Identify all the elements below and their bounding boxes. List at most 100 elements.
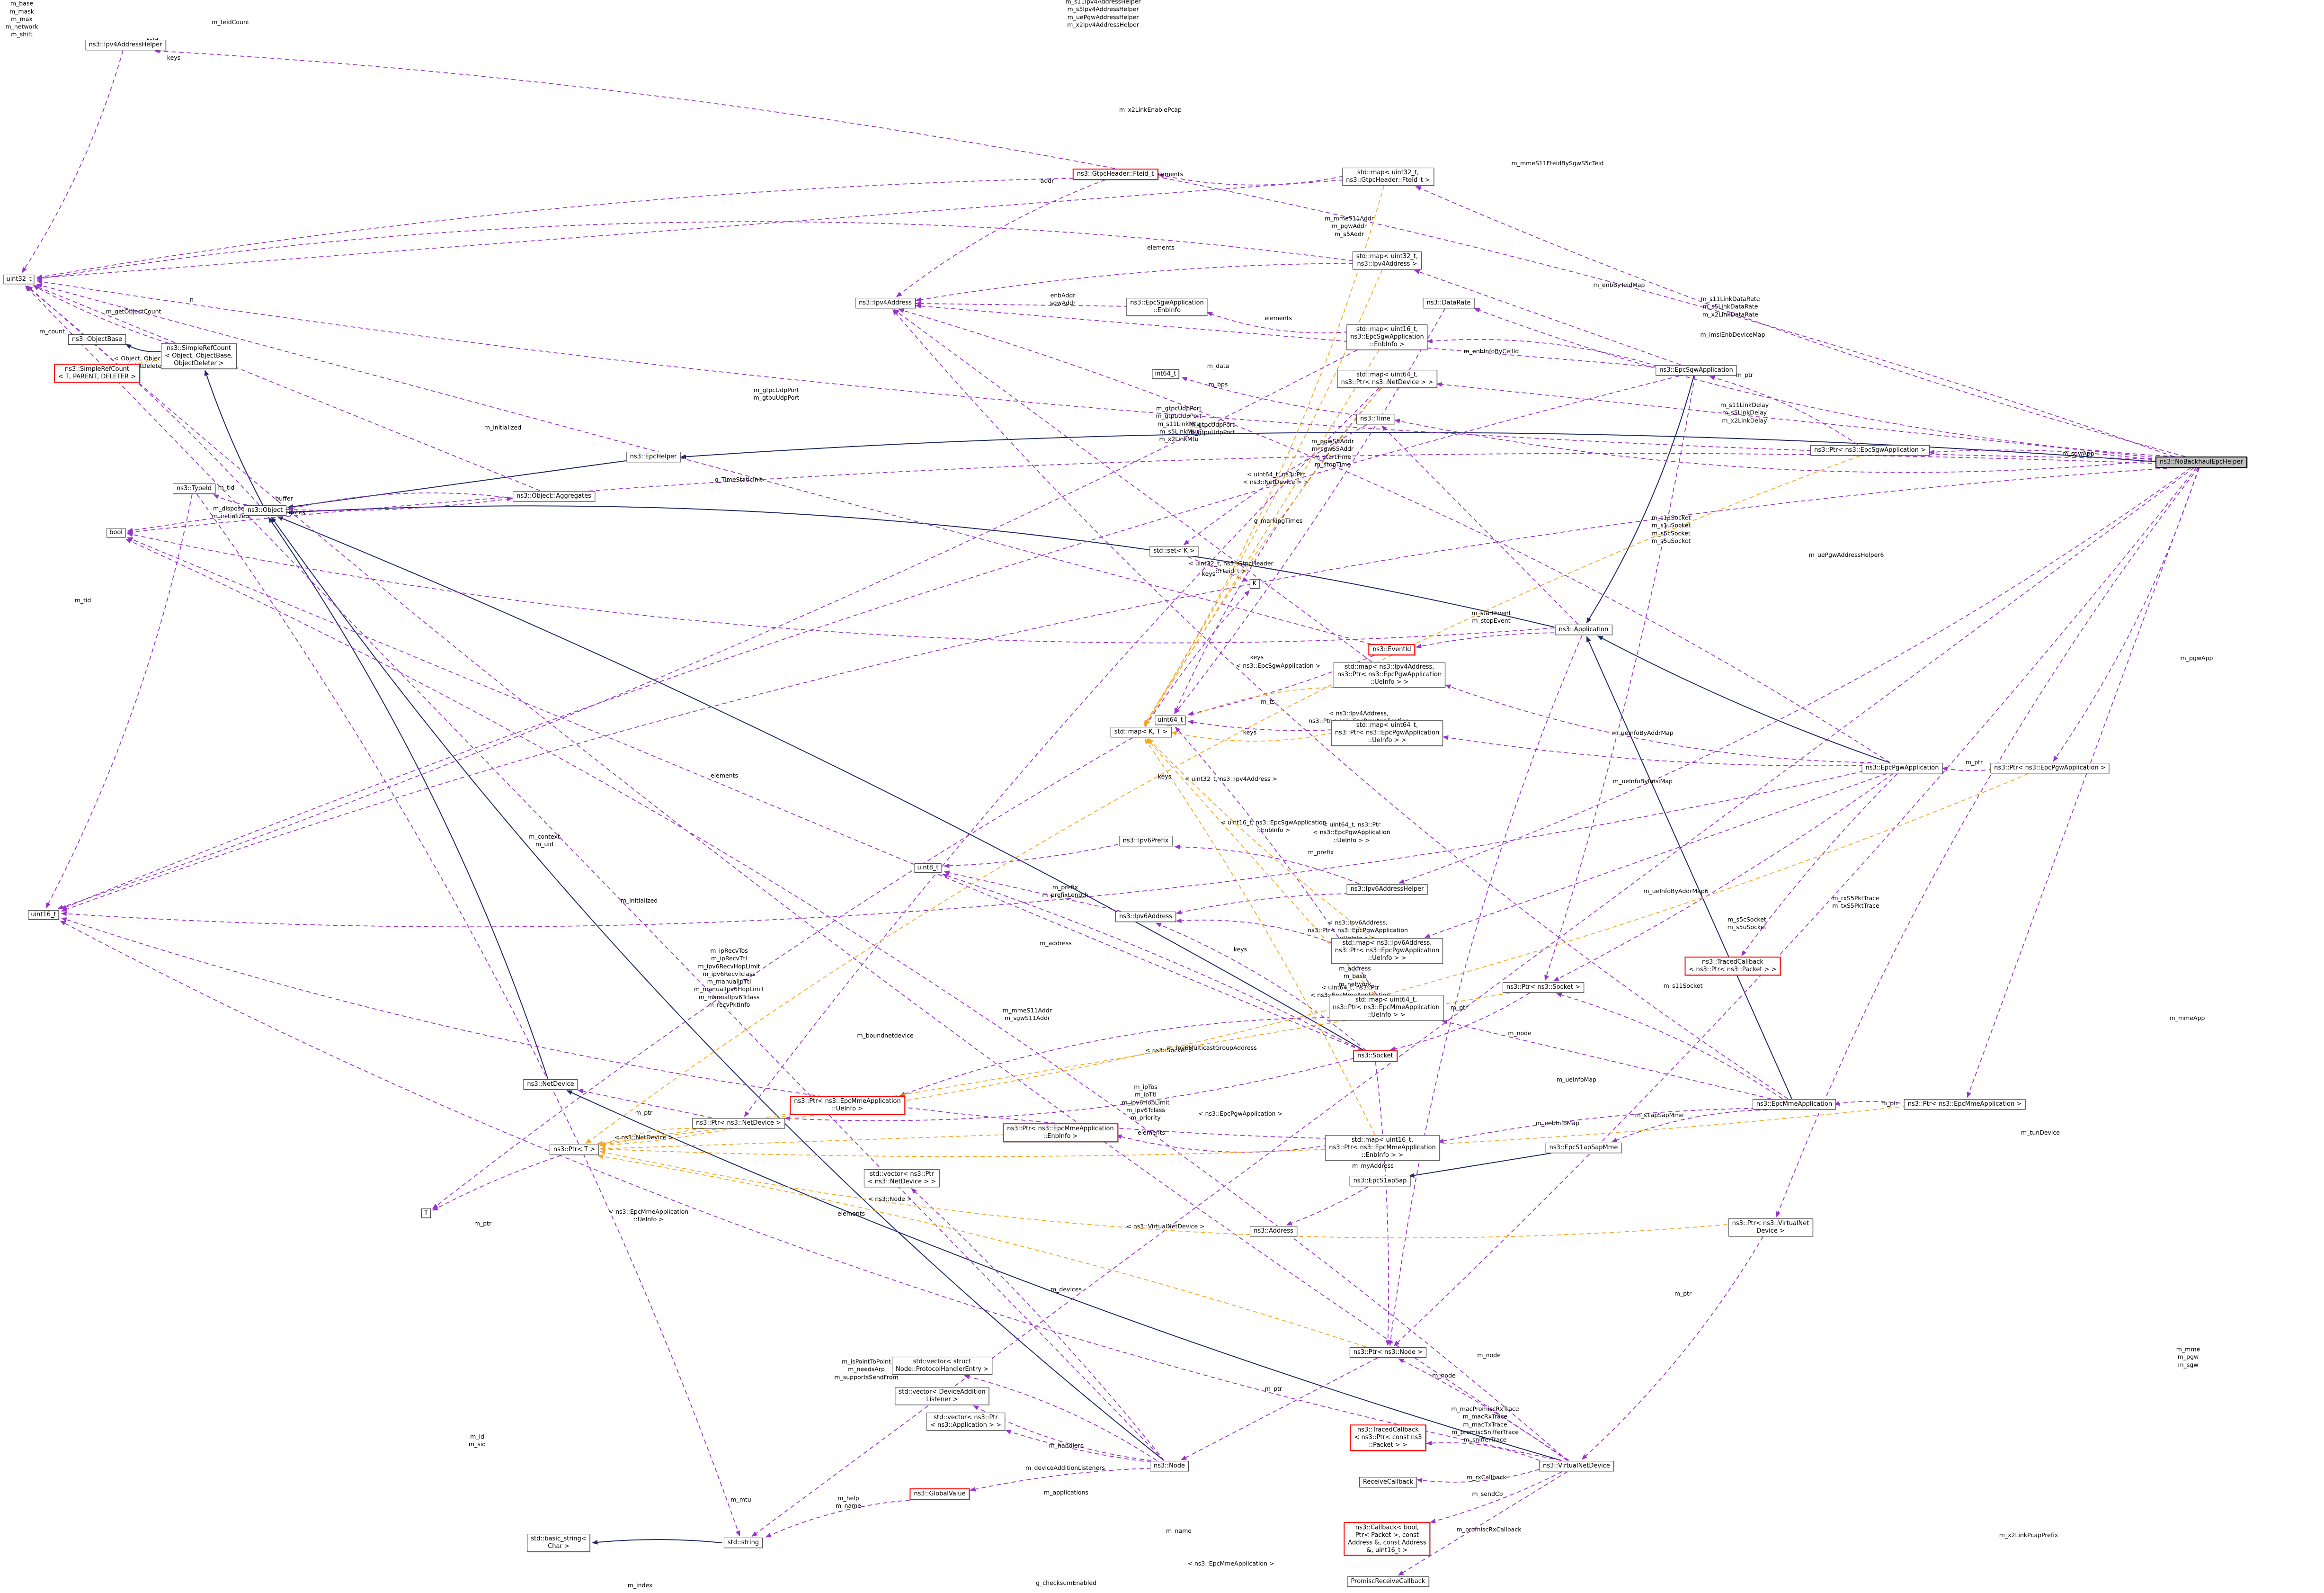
- node-simplerefcount-template[interactable]: ns3::SimpleRefCount < T, PARENT, DELETER…: [53, 364, 141, 383]
- node-epc-pgw-application[interactable]: ns3::EpcPgwApplication: [1861, 763, 1943, 773]
- edge-usage-epc-mme-application-to-map-uint64-mme-ueinfo: [1442, 1020, 1771, 1100]
- node-string[interactable]: std::string: [723, 1538, 763, 1548]
- node-ptr-netdevice[interactable]: ns3::Ptr< ns3::NetDevice >: [692, 1118, 785, 1128]
- node-map-k-t[interactable]: std::map< K, T >: [1110, 727, 1172, 737]
- edge-usage-nobackhaul-epc-helper-to-ipv6-address-helper: [1398, 467, 2191, 884]
- node-ptr-node[interactable]: ns3::Ptr< ns3::Node >: [1349, 1347, 1427, 1358]
- edge-usage-nobackhaul-epc-helper-to-ptr-epc-mme-application: [1967, 467, 2200, 1098]
- edge-usage-nobackhaul-epc-helper-to-datarate: [1474, 308, 2175, 457]
- node-socket[interactable]: ns3::Socket: [1353, 1050, 1398, 1062]
- node-t[interactable]: T: [421, 1208, 431, 1218]
- node-map-uint64-pgw-ueinfo[interactable]: std::map< uint64_t, ns3::Ptr< ns3::EpcPg…: [1331, 720, 1443, 746]
- node-virtualnetdevice[interactable]: ns3::VirtualNetDevice: [1539, 1461, 1614, 1471]
- node-ptr-mme-ueinfo[interactable]: ns3::Ptr< ns3::EpcMmeApplication ::UeInf…: [790, 1096, 905, 1115]
- node-uint64-t[interactable]: uint64_t: [1155, 716, 1186, 725]
- node-epc-s1ap-sap[interactable]: ns3::EpcS1apSap: [1349, 1176, 1411, 1186]
- node-ipv4-address[interactable]: ns3::Ipv4Address: [855, 298, 916, 308]
- node-uint16-t[interactable]: uint16_t: [28, 910, 59, 920]
- edge-usage-virtualnetdevice-to-ptr-node: [1398, 1358, 1568, 1461]
- node-ptr-socket[interactable]: ns3::Ptr< ns3::Socket >: [1503, 982, 1584, 993]
- edge-usage-ptr-socket-to-socket: [1389, 993, 1530, 1051]
- edge-inherit-simplerefcount-object-to-objectbase: [125, 344, 165, 352]
- node-ptr-virtualnetdevice[interactable]: ns3::Ptr< ns3::VirtualNet Device >: [1728, 1218, 1813, 1236]
- node-callback-send[interactable]: ns3::Callback< bool, Ptr< Packet >, cons…: [1344, 1522, 1431, 1556]
- edge-usage-epc-pgw-application-to-uint16-t: [61, 770, 1864, 928]
- edge-template-map-uint32-fteid-to-map-k-t: [1143, 186, 1385, 726]
- edge-usage-ptr-node-to-node: [1181, 1358, 1378, 1460]
- edge-usage-node-to-vector-protocol-handler: [963, 1374, 1157, 1461]
- node-epc-sgw-application[interactable]: ns3::EpcSgwApplication: [1656, 365, 1737, 376]
- node-set-k[interactable]: std::set< K >: [1149, 546, 1199, 556]
- edge-usage-nobackhaul-epc-helper-to-uint16-t: [61, 467, 2175, 912]
- node-epc-helper[interactable]: ns3::EpcHelper: [626, 452, 681, 462]
- edge-template-map-uint16-mme-enbinfo-to-map-k-t: [1144, 738, 1376, 1136]
- node-typeid[interactable]: ns3::TypeId: [173, 483, 215, 494]
- node-datarate[interactable]: ns3::DataRate: [1423, 298, 1475, 308]
- edge-usage-epc-sgw-application-to-uint16-t: [61, 375, 1680, 910]
- node-ptr-epc-mme-application[interactable]: ns3::Ptr< ns3::EpcMmeApplication >: [1904, 1099, 2026, 1110]
- node-vector-ptr-application[interactable]: std::vector< ns3::Ptr < ns3::Application…: [926, 1413, 1005, 1431]
- node-epc-s1ap-sap-mme[interactable]: ns3::EpcS1apSapMme: [1545, 1143, 1622, 1153]
- node-object-aggregates[interactable]: ns3::Object::Aggregates: [513, 491, 595, 501]
- node-application[interactable]: ns3::Application: [1555, 625, 1612, 635]
- node-address[interactable]: ns3::Address: [1250, 1226, 1297, 1236]
- node-globalvalue[interactable]: ns3::GlobalValue: [909, 1488, 970, 1500]
- node-uint32-t[interactable]: uint32_t: [3, 275, 35, 284]
- node-nobackhaul-epc-helper[interactable]: ns3::NoBackhaulEpcHelper: [2155, 456, 2247, 468]
- node-map-uint64-mme-ueinfo[interactable]: std::map< uint64_t, ns3::Ptr< ns3::EpcMm…: [1329, 995, 1443, 1020]
- node-objectbase[interactable]: ns3::ObjectBase: [68, 334, 126, 345]
- node-vector-device-addition[interactable]: std::vector< DeviceAddition Listener >: [895, 1387, 989, 1405]
- node-bool[interactable]: bool: [107, 528, 125, 537]
- node-ptr-epc-pgw-application[interactable]: ns3::Ptr< ns3::EpcPgwApplication >: [1990, 763, 2110, 773]
- node-receive-callback[interactable]: ReceiveCallback: [1359, 1477, 1417, 1487]
- node-time[interactable]: ns3::Time: [1356, 414, 1394, 424]
- node-promisc-receive-callback[interactable]: PromiscReceiveCallback: [1347, 1576, 1429, 1587]
- edge-template-ptr-epc-pgw-application-to-ptr-t: [597, 773, 2029, 1146]
- node-ipv6-prefix[interactable]: ns3::Ipv6Prefix: [1119, 836, 1173, 846]
- edge-usage-ptr-epc-mme-application-to-epc-mme-application: [1834, 1101, 1908, 1106]
- edge-usage-map-ipv4-pgw-ueinfo-to-ipv4-address: [893, 309, 1372, 662]
- edge-usage-epc-pgw-application-to-tracedcallback-ptr-packet: [1741, 773, 1898, 957]
- node-basic-string-char[interactable]: std::basic_string< Char >: [527, 1534, 590, 1552]
- node-eventid[interactable]: ns3::EventId: [1368, 644, 1416, 655]
- node-ipv4-address-helper[interactable]: ns3::Ipv4AddressHelper: [85, 40, 166, 50]
- node-ipv6-address[interactable]: ns3::Ipv6Address: [1115, 912, 1176, 922]
- node-map-ipv6-pgw-ueinfo[interactable]: std::map< ns3::Ipv6Address, ns3::Ptr< ns…: [1331, 938, 1443, 964]
- node-gtpc-header-fteid-t[interactable]: ns3::GtpcHeader::Fteid_t: [1072, 169, 1158, 180]
- edge-usage-epc-pgw-application-to-map-ipv6-pgw-ueinfo: [1424, 773, 1887, 938]
- node-vector-protocol-handler[interactable]: std::vector< struct Node::ProtocolHandle…: [892, 1357, 992, 1375]
- node-tracedcallback-ptr-packet[interactable]: ns3::TracedCallback < ns3::Ptr< ns3::Pac…: [1684, 957, 1781, 975]
- node-map-uint16-sgw-enbinfo[interactable]: std::map< uint16_t, ns3::EpcSgwApplicati…: [1346, 324, 1428, 350]
- node-ptr-mme-enbinfo[interactable]: ns3::Ptr< ns3::EpcMmeApplication ::EnbIn…: [1003, 1123, 1118, 1142]
- edge-usage-epc-s1ap-sap-to-address: [1286, 1186, 1369, 1226]
- edge-usage-ipv6-address-to-uint8-t: [944, 870, 1121, 912]
- edge-template-ptr-epc-sgw-application-to-ptr-t: [585, 455, 1860, 1144]
- node-netdevice[interactable]: ns3::NetDevice: [523, 1079, 578, 1090]
- node-simplerefcount-object[interactable]: ns3::SimpleRefCount < Object, ObjectBase…: [161, 343, 237, 369]
- node-ptr-epc-sgw-application[interactable]: ns3::Ptr< ns3::EpcSgwApplication >: [1810, 445, 1930, 456]
- node-epc-sgw-application-enbinfo[interactable]: ns3::EpcSgwApplication ::EnbInfo: [1126, 298, 1208, 316]
- node-map-uint32-fteid[interactable]: std::map< uint32_t, ns3::GtpcHeader::Fte…: [1342, 168, 1434, 186]
- node-node[interactable]: ns3::Node: [1150, 1461, 1189, 1471]
- node-map-uint16-mme-enbinfo[interactable]: std::map< uint16_t, ns3::Ptr< ns3::EpcMm…: [1325, 1135, 1440, 1161]
- node-map-uint32-ipv4address[interactable]: std::map< uint32_t, ns3::Ipv4Address >: [1352, 251, 1422, 269]
- node-tracedcallback-const-packet[interactable]: ns3::TracedCallback < ns3::Ptr< const ns…: [1350, 1424, 1426, 1451]
- node-ipv6-address-helper[interactable]: ns3::Ipv6AddressHelper: [1346, 884, 1428, 895]
- node-epc-mme-application[interactable]: ns3::EpcMmeApplication: [1752, 1099, 1836, 1110]
- node-ptr-t[interactable]: ns3::Ptr< T >: [549, 1145, 599, 1155]
- edge-usage-object-to-object-aggregates: [286, 496, 513, 511]
- edge-usage-socket-to-bool: [127, 537, 1362, 1051]
- node-vector-ptr-netdevice[interactable]: std::vector< ns3::Ptr < ns3::NetDevice >…: [864, 1169, 940, 1187]
- node-int64-t[interactable]: int64_t: [1152, 369, 1179, 379]
- edge-usage-node-to-vector-ptr-netdevice: [911, 1188, 1165, 1461]
- node-k[interactable]: K: [1249, 579, 1260, 589]
- node-uint8-t[interactable]: uint8_t: [914, 863, 942, 873]
- node-object[interactable]: ns3::Object: [243, 505, 287, 516]
- node-map-uint64-ptr-netdevice[interactable]: std::map< uint64_t, ns3::Ptr< ns3::NetDe…: [1337, 370, 1437, 388]
- edge-usage-ipv6-prefix-to-uint8-t: [944, 844, 1118, 868]
- edge-usage-simplerefcount-object-to-uint32-t: [33, 285, 169, 344]
- edge-usage-map-ipv6-pgw-ueinfo-to-ipv6-address: [1175, 918, 1333, 944]
- node-map-ipv4-pgw-ueinfo[interactable]: std::map< ns3::Ipv4Address, ns3::Ptr< ns…: [1333, 662, 1446, 688]
- edge-usage-epc-mme-application-to-epc-s1ap-sap-mme: [1611, 1109, 1768, 1143]
- edge-usage-epc-mme-application-to-ptr-socket: [1556, 993, 1783, 1100]
